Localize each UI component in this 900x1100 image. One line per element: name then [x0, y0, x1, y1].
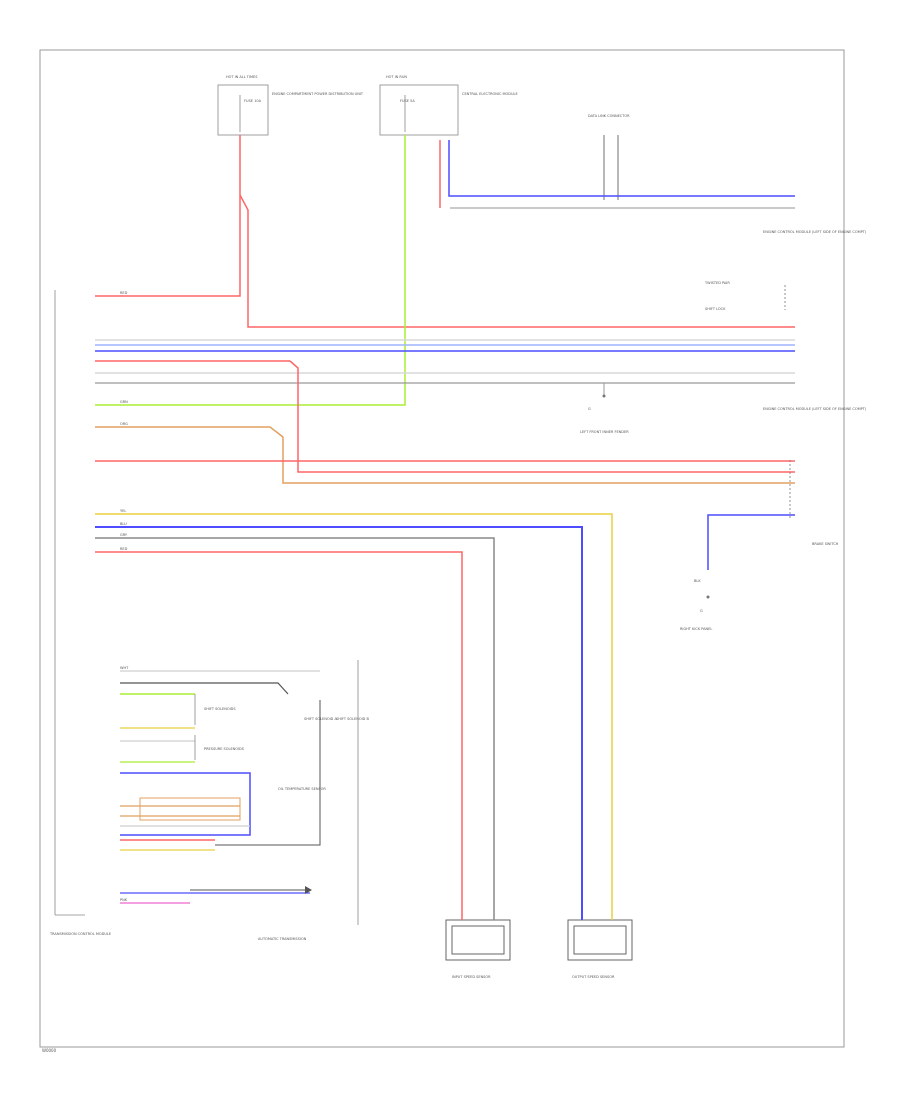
- svg-text:YEL: YEL: [120, 509, 126, 513]
- svg-text:TRANSMISSION CONTROL MODULE: TRANSMISSION CONTROL MODULE: [49, 932, 111, 936]
- svg-text:ENGINE CONTROL MODULE (LEFT SI: ENGINE CONTROL MODULE (LEFT SIDE OF ENGI…: [763, 407, 867, 411]
- svg-text:OUTPUT SPEED SENSOR: OUTPUT SPEED SENSOR: [572, 975, 615, 979]
- svg-text:DATA LINK CONNECTOR: DATA LINK CONNECTOR: [588, 114, 630, 118]
- svg-text:HOT IN ALL TIMES: HOT IN ALL TIMES: [226, 75, 258, 79]
- wire-red-twisted: [239, 194, 795, 328]
- svg-text:CENTRAL ELECTRONIC MODULE: CENTRAL ELECTRONIC MODULE: [462, 92, 518, 96]
- svg-text:LEFT FRONT INNER FENDER: LEFT FRONT INNER FENDER: [580, 430, 629, 434]
- wire-gray-input: [95, 537, 495, 880]
- svg-text:RIGHT KICK PANEL: RIGHT KICK PANEL: [680, 627, 712, 631]
- svg-text:WHT: WHT: [120, 666, 129, 670]
- tcm-connector: TRANSMISSION CONTROL MODULE: [49, 290, 111, 936]
- wire-red-fuse-left: [95, 135, 241, 297]
- wire-green-mid: [95, 135, 406, 406]
- ground-mid: G LEFT FRONT INNER FENDER: [580, 394, 629, 434]
- svg-text:SHIFT SOLENOID B: SHIFT SOLENOID B: [336, 717, 369, 721]
- output-speed-sensor: OUTPUT SPEED SENSOR: [567, 880, 633, 979]
- wire-red-input: [95, 551, 463, 880]
- wire-red-down: [289, 360, 795, 473]
- wire-blue-mid: [448, 140, 795, 197]
- svg-text:G: G: [700, 609, 703, 613]
- svg-text:FUSE 10A: FUSE 10A: [244, 99, 262, 103]
- svg-text:ORG: ORG: [120, 422, 128, 426]
- svg-text:INPUT SPEED SENSOR: INPUT SPEED SENSOR: [452, 975, 491, 979]
- svg-text:GRY: GRY: [120, 533, 128, 537]
- svg-text:PNK: PNK: [120, 898, 128, 902]
- brake-switch: BRAKE SWITCH BLK G RIGHT KICK PANEL: [680, 514, 839, 631]
- automatic-transmission: AUTOMATIC TRANSMISSION SHIFT SOLENOIDS P…: [120, 660, 369, 941]
- svg-text:GRN: GRN: [120, 400, 128, 404]
- svg-text:BRAKE SWITCH: BRAKE SWITCH: [812, 542, 839, 546]
- input-speed-sensor: INPUT SPEED SENSOR: [445, 880, 511, 979]
- svg-text:TWISTED PAIR: TWISTED PAIR: [704, 281, 730, 285]
- svg-text:OIL TEMPERATURE SENSOR: OIL TEMPERATURE SENSOR: [278, 787, 326, 791]
- svg-text:AUTOMATIC TRANSMISSION: AUTOMATIC TRANSMISSION: [258, 937, 307, 941]
- fuse-mid: HOT IN RUN FUSE 5A CENTRAL ELECTRONIC MO…: [379, 75, 518, 136]
- wire-orange: [95, 426, 795, 484]
- svg-text:PRESSURE SOLENOIDS: PRESSURE SOLENOIDS: [204, 747, 245, 751]
- svg-text:RED: RED: [120, 547, 128, 551]
- ecm-upper-connector: ENGINE CONTROL MODULE (LEFT SIDE OF ENGI…: [704, 230, 867, 311]
- svg-text:SHIFT SOLENOID A: SHIFT SOLENOID A: [304, 717, 337, 721]
- svg-text:SHIFT LOCK: SHIFT LOCK: [705, 307, 726, 311]
- svg-text:BLU: BLU: [120, 522, 127, 526]
- svg-text:ENGINE CONTROL MODULE (LEFT SI: ENGINE CONTROL MODULE (LEFT SIDE OF ENGI…: [763, 230, 867, 234]
- data-link-connector: DATA LINK CONNECTOR: [588, 114, 630, 200]
- tcm-pin-labels: RED YEL BLU GRY RED GRN ORG PNK WHT: [120, 291, 129, 902]
- svg-text:ENGINE COMPARTMENT POWER DISTR: ENGINE COMPARTMENT POWER DISTRIBUTION UN…: [272, 92, 364, 96]
- fuse-left: HOT IN ALL TIMES FUSE 10A ENGINE COMPART…: [217, 75, 364, 136]
- svg-text:FUSE 5A: FUSE 5A: [400, 99, 415, 103]
- svg-text:G: G: [588, 407, 591, 411]
- svg-text:RED: RED: [120, 291, 128, 295]
- wire-yellow-output: [95, 513, 613, 880]
- ecm-lower-connector: ENGINE CONTROL MODULE (LEFT SIDE OF ENGI…: [763, 407, 867, 520]
- wire-blue-output: [95, 526, 583, 880]
- svg-text:HOT IN RUN: HOT IN RUN: [386, 75, 407, 79]
- svg-text:BLK: BLK: [694, 579, 701, 583]
- diagram-frame: [39, 49, 845, 1048]
- svg-text:SHIFT SOLENOIDS: SHIFT SOLENOIDS: [204, 707, 236, 711]
- footer-code: W0000: [42, 1048, 57, 1053]
